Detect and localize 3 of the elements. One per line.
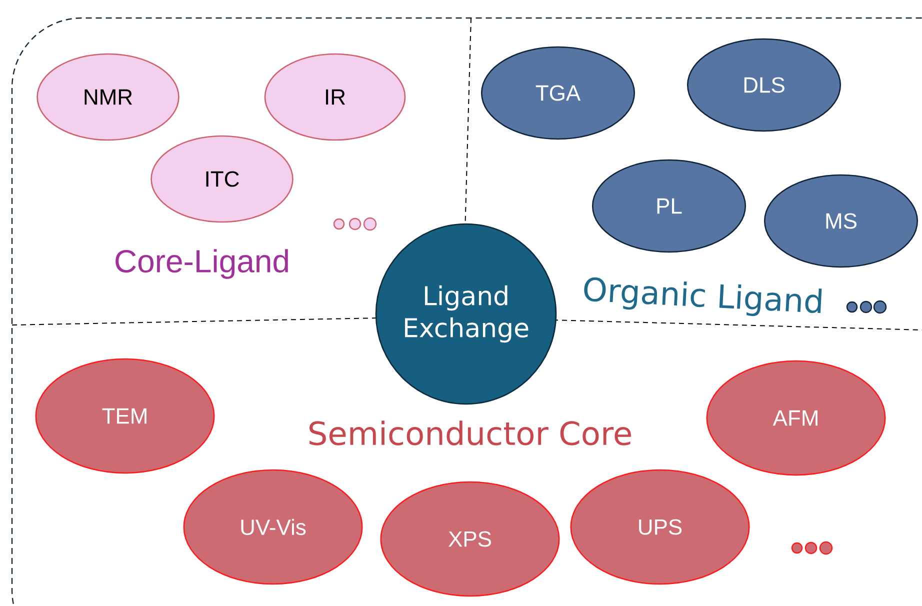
- region-label: Semiconductor Core: [310, 420, 631, 446]
- region-label: Core-Ligand: [116, 249, 288, 279]
- region-label: Organic Ligand: [584, 277, 822, 316]
